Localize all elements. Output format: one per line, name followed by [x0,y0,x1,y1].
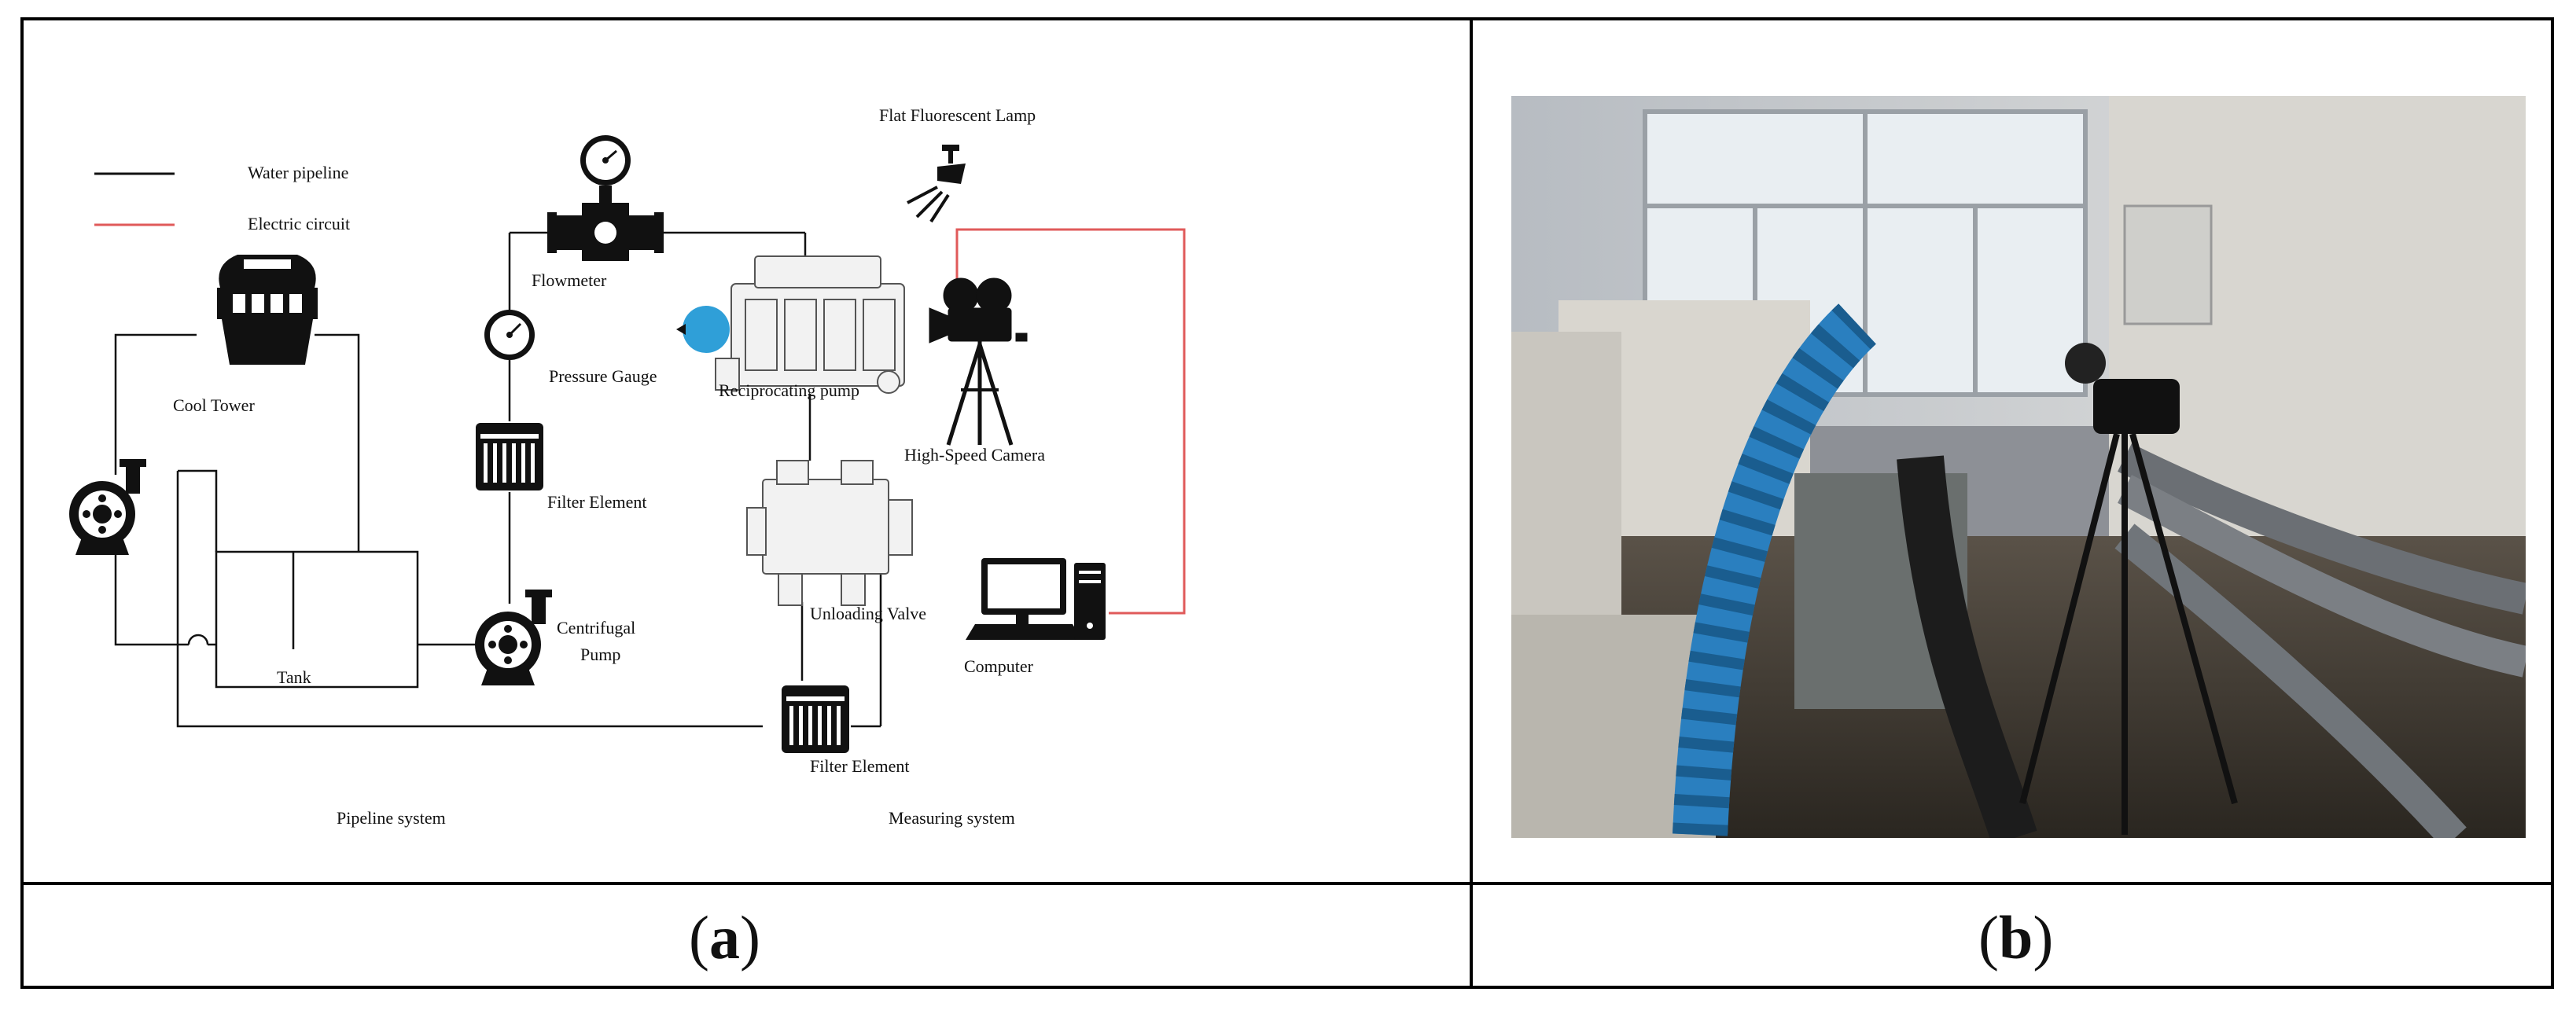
computer-label: Computer [964,656,1034,676]
camera-icon [929,277,1028,446]
test-rig-photo [1511,96,2526,838]
centrifugal-pump-label-1: Centrifugal [557,618,635,637]
flat-lamp-label: Flat Fluorescent Lamp [879,105,1036,125]
reciprocating-pump-label: Reciprocating pump [719,380,859,400]
pressure-gauge-label: Pressure Gauge [549,366,657,386]
high-speed-camera-label: High-Speed Camera [904,445,1045,465]
tank-label: Tank [277,667,311,687]
centrifugal-pump-icon [69,459,146,555]
flowmeter-icon [547,135,664,261]
reciprocating-pump-icon [715,255,905,394]
filter-icon [476,423,543,490]
panel-label-a: (a) [689,903,760,972]
centrifugal-pump-icon-middle [475,590,552,685]
measuring-system-label: Measuring system [889,808,1015,828]
panel-divider-horizontal [20,882,2554,885]
cool-tower-label: Cool Tower [173,395,255,415]
gauge-icon [484,310,535,360]
flowmeter-label: Flowmeter [532,270,607,290]
unloading-valve-label: Unloading Valve [810,604,926,623]
computer-icon [966,558,1106,640]
legend-electric-label: Electric circuit [248,214,350,233]
schematic-diagram: Water pipeline Electric circuit [69,105,1186,828]
legend: Water pipeline Electric circuit [94,163,350,233]
electric-circuit [955,228,1186,615]
pipeline-system-label: Pipeline system [337,808,446,828]
blue-ball-pointer [676,324,686,335]
cool-tower-icon [217,255,318,365]
unloading-valve-icon [746,460,913,606]
lamp-icon [907,145,966,223]
panel-divider-vertical [1470,17,1473,989]
blue-ball [683,306,730,353]
filter-icon-bottom [782,685,849,753]
filter-element-bottom-label: Filter Element [810,756,909,776]
figure-border [20,17,2554,989]
panel-label-b: (b) [1978,903,2054,972]
water-pipelines [114,231,882,728]
legend-water-label: Water pipeline [248,163,348,182]
filter-element-top-label: Filter Element [547,492,646,512]
centrifugal-pump-label-2: Pump [580,645,620,664]
